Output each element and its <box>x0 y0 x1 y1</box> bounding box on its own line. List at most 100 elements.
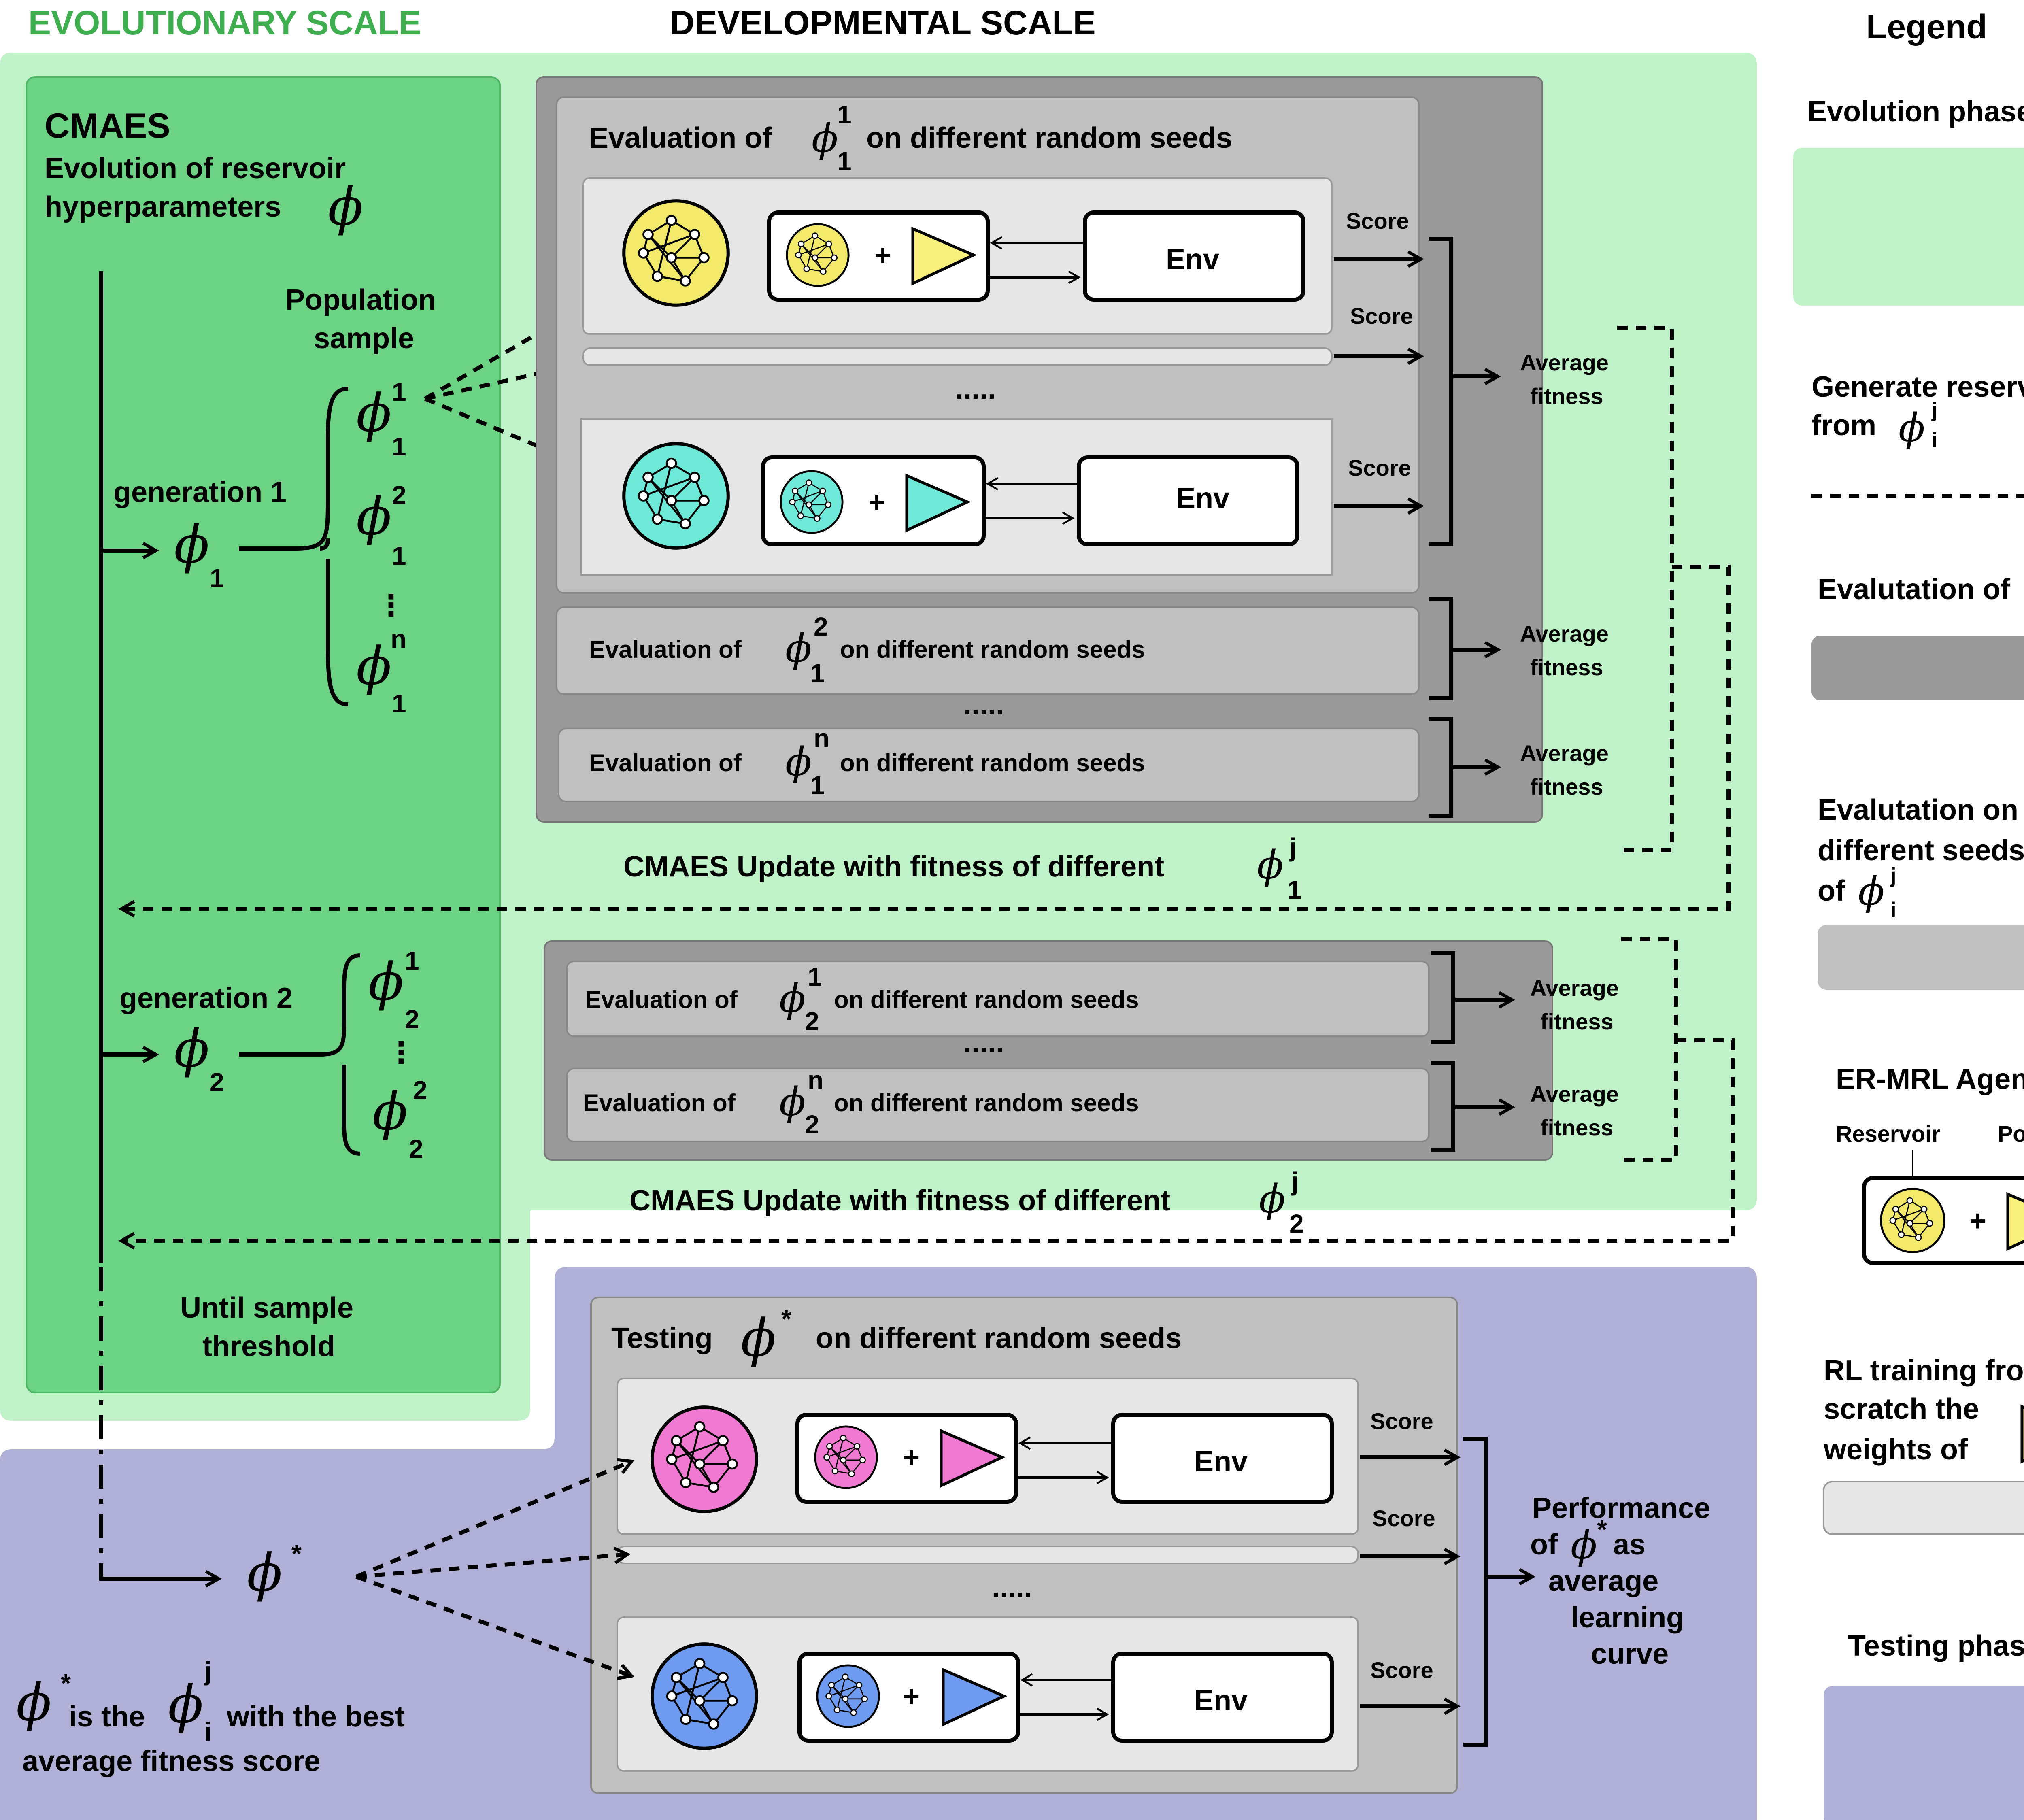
legend-generate-line1: Generate reservoir <box>1811 371 2024 403</box>
test-dashed-1 <box>355 1458 635 1579</box>
legend-rl-line2: scratch the <box>1824 1393 1979 1425</box>
avg-fitness-4-line1: Average <box>1530 975 1619 1001</box>
legend-header: Legend <box>1866 8 1987 46</box>
legend-seeds-line3: of <box>1818 875 1845 907</box>
gen2-brace <box>239 953 361 1156</box>
avg-fitness-4-line2: fitness <box>1540 1009 1614 1034</box>
eval-1-2-prefix: Evaluation of <box>589 636 742 663</box>
env-box-4 <box>1111 1652 1334 1743</box>
legend-rl-line3: weights of <box>1823 1433 1968 1466</box>
plus-4: + <box>903 1680 920 1713</box>
legend-agent-title: ER-MRL Agent <box>1836 1063 2024 1095</box>
reservoir-cyan-large <box>624 444 728 548</box>
phi-2-n: ϕ <box>372 1082 408 1142</box>
phi-star-main: ϕ <box>247 1543 282 1603</box>
update-text-2: CMAES Update with fitness of different <box>629 1184 1170 1217</box>
gen2-feedback-dashed <box>121 937 1735 1241</box>
generation-2-label: generation 2 <box>119 982 293 1014</box>
best-phi-star: ϕ <box>16 1673 51 1733</box>
best-with: with the best <box>226 1701 405 1733</box>
eval-2-1-sup: 1 <box>808 962 822 991</box>
eval-1-1-prefix: Evaluation of <box>589 122 772 154</box>
eval-1-n-phi: ϕ <box>785 739 812 785</box>
legend-generate-sub: i <box>1932 429 1937 452</box>
legend-plus: + <box>1969 1205 1986 1237</box>
legend-evaluation-label: Evalutation of <box>1818 573 2011 606</box>
gen2-vdots: ⋮ <box>387 1037 416 1069</box>
eval-phi-2-1-panel <box>566 961 1430 1037</box>
eval-1-2-sub: 1 <box>810 659 825 688</box>
legend-generate-sup: j <box>1931 398 1937 422</box>
phi-2-n-sub: 2 <box>409 1134 423 1163</box>
testing-star: * <box>781 1304 791 1333</box>
eval-2-n-suffix: on different random seeds <box>834 1089 1139 1116</box>
developmental-scale-header: DEVELOPMENTAL SCALE <box>670 4 1096 42</box>
eval-dots-2: ..... <box>963 689 1004 721</box>
gen1-brace <box>239 387 349 706</box>
phi-star-main-star: * <box>291 1539 302 1568</box>
eval-2-n-phi: ϕ <box>779 1079 806 1125</box>
phi-1-n-sub: 1 <box>392 689 406 718</box>
eval-2-n-sub: 2 <box>805 1110 819 1139</box>
eval-dots-gen2: ..... <box>963 1027 1004 1059</box>
legend-seeds-line2: different seeds <box>1818 834 2024 867</box>
perf-line1: Performance <box>1532 1492 1710 1524</box>
eval-1-1-suffix: on different random seeds <box>866 122 1232 154</box>
update-text-1: CMAES Update with fitness of different <box>623 850 1164 883</box>
phi-1-2-sup: 2 <box>392 481 406 510</box>
perf-line2-of: of <box>1530 1529 1558 1561</box>
update-2-sup: j <box>1291 1167 1299 1196</box>
evolutionary-scale-header: EVOLUTIONARY SCALE <box>28 4 421 42</box>
test-score-label-3: Score <box>1370 1657 1433 1683</box>
cmaes-subtitle-line1: Evolution of reservoir <box>45 152 346 185</box>
test-run-2 <box>617 1546 1359 1564</box>
perf-star: * <box>1597 1515 1607 1544</box>
avg-fitness-5-line1: Average <box>1530 1081 1619 1107</box>
reservoir-pink-large <box>652 1407 757 1512</box>
best-is-the: is the <box>69 1701 145 1733</box>
score-label-2: Score <box>1350 303 1413 329</box>
gen1-feedback-dashed <box>121 326 1731 909</box>
phi-1-1-sup: 1 <box>392 377 406 406</box>
reservoir-blue-small <box>817 1665 879 1727</box>
perf-line2-as: as <box>1613 1529 1646 1561</box>
seed-run-2 <box>582 347 1333 366</box>
legend-seeds-sub: i <box>1890 898 1896 922</box>
best-star: * <box>61 1669 71 1698</box>
eval-1-1-sub: 1 <box>837 147 852 176</box>
eval-1-n-sub: 1 <box>810 771 825 800</box>
avg-fitness-5-line2: fitness <box>1540 1115 1614 1140</box>
eval-phi-1-n-panel <box>558 728 1420 802</box>
update-2-phi: ϕ <box>1259 1176 1285 1222</box>
phi-gen1-sub: 1 <box>210 563 224 593</box>
eval-1-2-suffix: on different random seeds <box>840 636 1145 663</box>
test-dashed-3 <box>355 1575 635 1680</box>
eval-1-1-sup: 1 <box>837 100 852 129</box>
phi-symbol: ϕ <box>328 177 363 237</box>
env-box-2 <box>1077 455 1299 546</box>
legend-evolution-swatch <box>1793 148 2024 306</box>
best-sub-i: i <box>204 1717 212 1746</box>
phi-1-2-sub: 1 <box>392 541 406 570</box>
avg-fitness-1-line1: Average <box>1520 350 1609 375</box>
phi-1-n: ϕ <box>356 636 391 697</box>
policy-cyan <box>905 473 971 533</box>
testing-prefix: Testing <box>611 1322 713 1354</box>
legend-testing-swatch <box>1824 1686 2024 1820</box>
policy-yellow-1 <box>911 226 977 286</box>
eval-1-n-sup: n <box>814 723 829 753</box>
env-label-4: Env <box>1194 1684 1248 1717</box>
env-label-3: Env <box>1194 1446 1248 1478</box>
generation-1-label: generation 1 <box>113 476 287 508</box>
cmaes-title: CMAES <box>45 106 170 145</box>
phi-1-n-sup: n <box>391 624 406 653</box>
plus-1: + <box>874 239 891 272</box>
test-score-label-2: Score <box>1372 1505 1435 1531</box>
reservoir-blue-large <box>652 1644 757 1748</box>
legend-seeds-sup: j <box>1890 864 1896 887</box>
update-1-phi: ϕ <box>1257 842 1283 888</box>
avg-fitness-3-line1: Average <box>1520 740 1609 766</box>
eval-2-1-prefix: Evaluation of <box>585 986 738 1013</box>
env-label-1: Env <box>1166 243 1219 276</box>
